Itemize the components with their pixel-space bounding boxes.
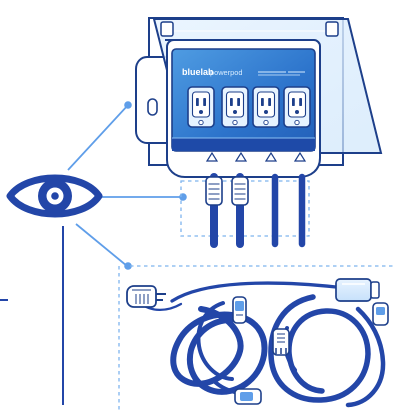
- plug-icon: [233, 297, 246, 323]
- plug-icon: [235, 389, 261, 404]
- powerpod-device: bluelab powerpod: [136, 18, 381, 177]
- plug-icon: [206, 177, 222, 205]
- cover-hinge-right: [326, 22, 338, 36]
- bottom-strip: [172, 138, 315, 151]
- socket-icon: [188, 87, 214, 127]
- cable-set: [127, 279, 388, 405]
- socket-icon: [222, 87, 248, 127]
- plug-icon: [273, 329, 289, 355]
- product-name: powerpod: [210, 68, 242, 77]
- left-bracket-slot: [148, 99, 157, 115]
- cover-hinge-left: [161, 22, 173, 36]
- eye-icon: [10, 178, 99, 214]
- socket-icon: [253, 87, 279, 127]
- socket-icon: [284, 87, 310, 127]
- callout-dot-connectors: [179, 193, 187, 201]
- connector-bundle: [206, 177, 302, 244]
- plug-icon: [232, 177, 248, 205]
- plug-icon: [127, 286, 166, 307]
- callout-line-cables: [76, 224, 127, 266]
- plug-icon: [336, 279, 379, 301]
- callout-dot-device: [124, 101, 132, 109]
- callout-line-device: [68, 104, 129, 170]
- plug-icon: [373, 303, 388, 325]
